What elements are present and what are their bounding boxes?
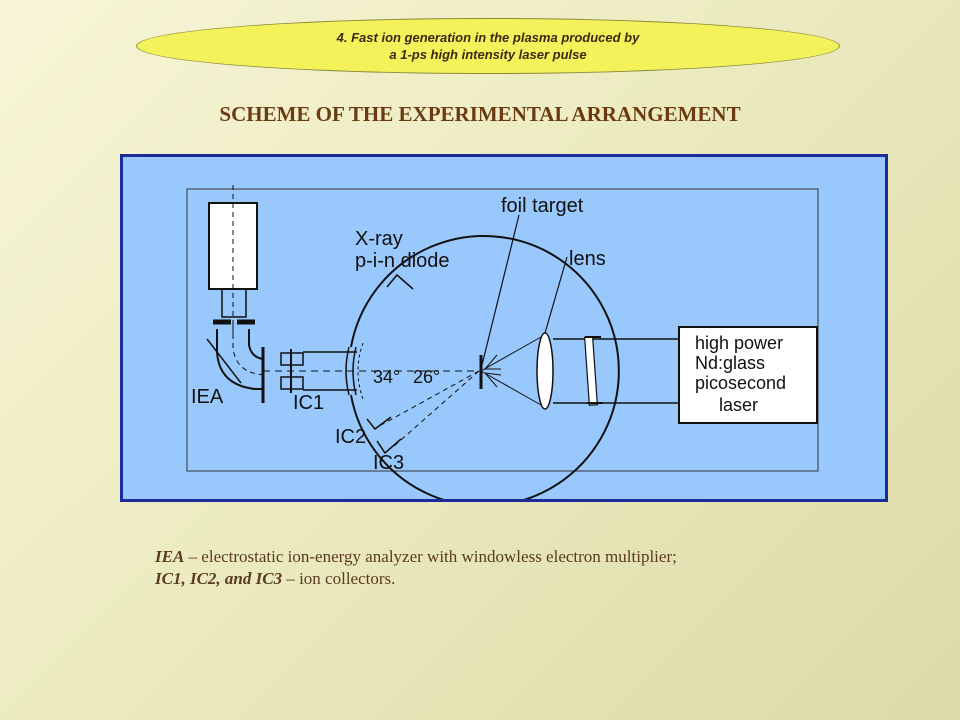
lens-label: lens (569, 248, 606, 270)
banner-line-1: 4. Fast ion generation in the plasma pro… (336, 30, 640, 45)
xray-port (386, 273, 414, 290)
scheme-svg: foil target X-ray p-i-n diode lens high … (186, 185, 819, 499)
ic3-line (392, 370, 480, 448)
caption-text-ic: – ion collectors. (282, 569, 396, 588)
ic2-label: IC2 (335, 426, 366, 448)
ic2-line (380, 370, 480, 426)
ic3-label: IC3 (373, 452, 404, 474)
laser-label-3: picosecond (695, 373, 786, 393)
caption-key-ic: IC1, IC2, and IC3 (155, 569, 283, 588)
ic1-label: IC1 (293, 392, 324, 414)
laser-label-1: high power (695, 333, 783, 353)
iea-pointer (206, 338, 242, 384)
banner-line-2: a 1-ps high intensity laser pulse (389, 47, 587, 62)
lens-pointer (544, 256, 568, 334)
experimental-scheme-diagram: foil target X-ray p-i-n diode lens high … (120, 154, 888, 502)
laser-label-2: Nd:glass (695, 353, 765, 373)
caption-key-iea: IEA (155, 547, 185, 566)
ray-arrow-lower (483, 372, 502, 388)
page-title: SCHEME OF THE EXPERIMENTAL ARRANGEMENT (219, 102, 741, 126)
laser-box (678, 326, 818, 424)
detector-neck (221, 288, 247, 318)
iea-outer-electrode (216, 329, 263, 390)
laser-label-4: laser (719, 395, 758, 415)
ray-arrow-upper (483, 354, 501, 370)
iea-inner-electrode (248, 329, 264, 360)
ic2-port (366, 416, 392, 431)
caption-text-iea: – electrostatic ion-energy analyzer with… (184, 547, 677, 566)
ray-lower (480, 370, 542, 406)
ray-upper (480, 336, 542, 372)
foil-target-pointer (480, 214, 520, 370)
caption-line-2: IC1, IC2, and IC3 – ion collectors. (155, 568, 855, 590)
foil-target-label: foil target (501, 195, 584, 217)
caption-line-1: IEA – electrostatic ion-energy analyzer … (155, 546, 855, 568)
ic3-port (376, 438, 402, 455)
chamber-window (583, 336, 599, 406)
focusing-lens (536, 332, 554, 410)
section-banner: 4. Fast ion generation in the plasma pro… (136, 18, 840, 74)
angle-34-label: 34° (373, 367, 400, 387)
xray-label-2: p-i-n diode (355, 250, 450, 272)
xray-label-1: X-ray (355, 228, 403, 250)
tube-break-1 (345, 346, 350, 396)
iea-ion-path (232, 325, 266, 376)
vacuum-chamber (350, 235, 620, 499)
caption: IEA – electrostatic ion-energy analyzer … (155, 546, 855, 590)
iea-label: IEA (191, 386, 224, 408)
angle-26-label: 26° (413, 367, 440, 387)
